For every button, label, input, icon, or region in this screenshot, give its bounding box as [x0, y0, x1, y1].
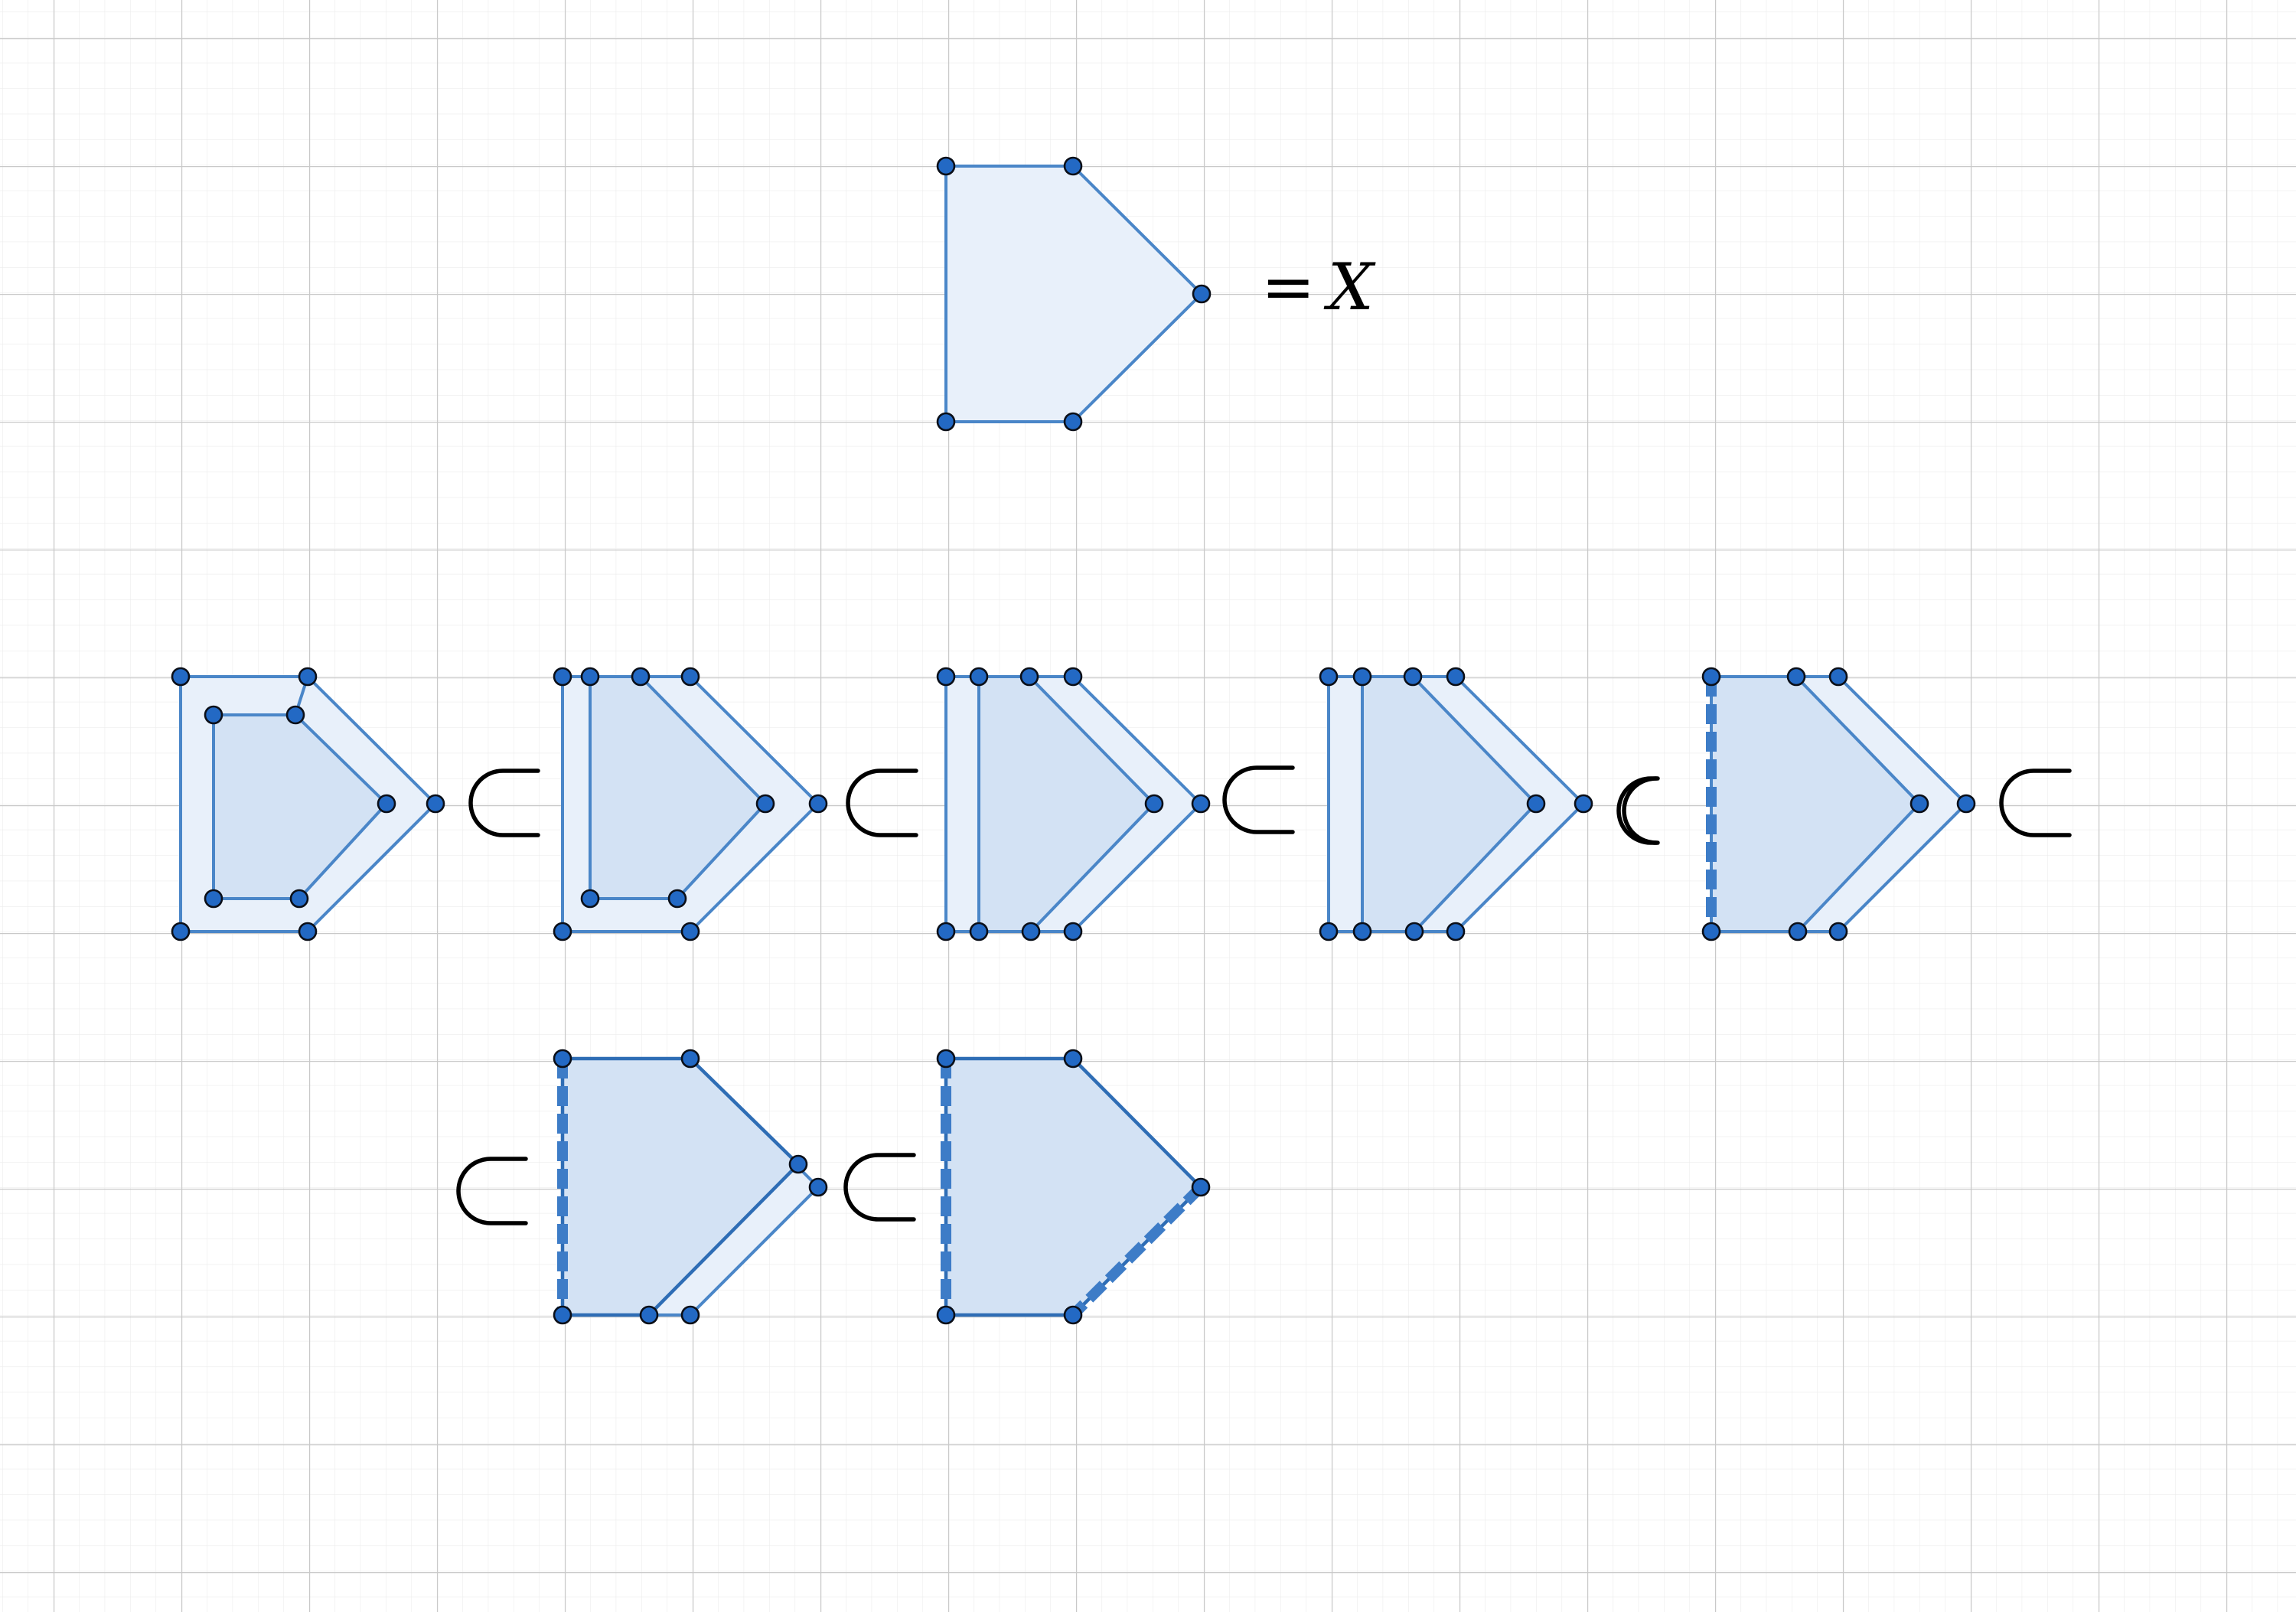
sequence-shape-7-vertices [936, 1049, 1211, 1325]
sequence-shape-4-vertices [1319, 667, 1593, 941]
sequence-shape-3 [936, 667, 1211, 941]
subset-symbol-4-body [1616, 776, 1658, 845]
sequence-shape-3-vertices [936, 667, 1211, 941]
subset-symbol-5 [1999, 768, 2072, 837]
sequence-shape-5-vertices [1701, 667, 1976, 941]
subset-symbol-3 [1222, 765, 1295, 834]
sequence-shape-1-vertices [171, 667, 445, 941]
subset-symbol-6 [456, 1157, 528, 1225]
sequence-shape-1 [171, 667, 445, 941]
sequence-shape-6-vertices [553, 1049, 828, 1325]
pentagon-x-vertices [936, 156, 1212, 432]
equation-label: = X [1261, 250, 1376, 325]
variable-x: X [1323, 250, 1376, 325]
pentagon-x [936, 156, 1212, 432]
subset-symbol-7 [843, 1153, 916, 1222]
sequence-shape-2 [553, 667, 828, 941]
sequence-shape-4 [1319, 667, 1593, 941]
shared-edge-dashed-4 [1069, 1183, 1205, 1319]
subset-symbol-1 [468, 768, 540, 837]
sequence-shape-6 [553, 1049, 828, 1325]
equals-sign: = [1261, 250, 1315, 325]
sequence-shape-5 [1701, 667, 1976, 941]
sequence-shape-2-vertices [553, 667, 828, 941]
sequence-shape-7 [936, 1049, 1211, 1325]
subset-symbol-2 [846, 768, 918, 837]
